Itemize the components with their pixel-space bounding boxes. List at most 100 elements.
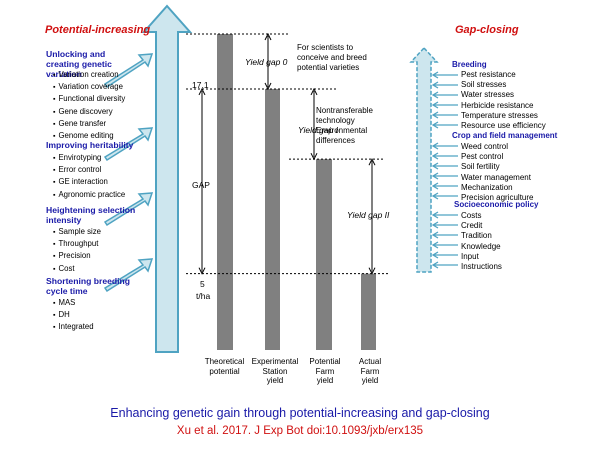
list-item: Resource use efficiency [461, 121, 546, 131]
heading-crop-management: Crop and field management [452, 131, 558, 140]
list-item: Pest control [461, 152, 504, 162]
bar-actual-farm [361, 273, 376, 350]
heading-heritability: Improving heritability [46, 140, 134, 150]
category-label-theoretical: Theoretical potential [197, 357, 252, 376]
note-line: For scientists to [297, 43, 354, 52]
list-item: Water management [461, 172, 531, 182]
caption-title: Enhancing genetic gain through potential… [110, 406, 490, 420]
list-item: Envirotyping [53, 152, 125, 164]
feeder-arrow [431, 261, 458, 269]
category-line: yield [316, 376, 334, 385]
list-cycle-time: MAS DH Integrated [53, 297, 94, 334]
list-item: Water stresses [461, 90, 515, 100]
potential-increasing-title: Potential-increasing [45, 24, 151, 36]
value-bottom: 5 [200, 279, 205, 289]
category-label-experimental: Experimental Station yield [245, 357, 305, 386]
list-item: MAS [53, 297, 94, 309]
gap-arrow-heads [198, 87, 206, 275]
category-line: Theoretical [204, 357, 245, 366]
list-item: Precision [53, 250, 101, 262]
list-item: Error control [53, 164, 125, 176]
category-line: Station [262, 366, 288, 376]
list-item: GE interaction [53, 176, 125, 188]
list-item: Mechanization [461, 182, 513, 192]
list-item: Weed control [461, 142, 508, 151]
category-label-potential-farm: Potential Farm yield [301, 357, 349, 386]
list-item: Gene discovery [53, 106, 125, 118]
category-line: yield [361, 376, 379, 385]
feeder-arrow [431, 172, 458, 180]
gap-label: GAP [192, 180, 210, 190]
feeder-arrow [431, 211, 458, 219]
list-item: Precision agriculture [461, 193, 534, 203]
feeder-arrow [431, 101, 458, 109]
feeder-arrow [431, 231, 458, 239]
feeder-arrow [431, 162, 458, 170]
feeder-arrow [431, 142, 458, 150]
list-item: Gene transfer [53, 118, 125, 130]
list-item: Knowledge [461, 241, 501, 251]
main-up-arrow [141, 4, 193, 353]
feeder-arrow [431, 81, 458, 89]
feeder-arrow [431, 192, 458, 200]
list-item: Pest resistance [461, 70, 516, 79]
feeder-arrow [431, 152, 458, 160]
list-item: Functional diversity [53, 93, 125, 105]
list-item: Input [461, 251, 479, 261]
heading-socioeconomic: Socioeconomic policy [454, 200, 539, 209]
feeder-arrow [431, 71, 458, 79]
category-line: Experimental [251, 357, 299, 366]
list-selection-intensity: Sample size Throughput Precision Cost [53, 226, 101, 275]
list-item: Tradition [461, 231, 492, 241]
list-breeding: Pest resistance Soil stresses Water stre… [461, 70, 546, 131]
yield-gap-1-arrow-heads [310, 87, 318, 161]
diagonal-arrow-4 [103, 258, 154, 293]
feeder-arrow [431, 182, 458, 190]
yield-gap-1-label: Yield gap I [298, 125, 339, 135]
note-gap-1: Nontransferable technology Environmental… [316, 106, 373, 146]
note-line: technology [316, 116, 355, 125]
diagonal-arrow-3 [103, 192, 154, 227]
list-genetic-variation: Variation creation Variation coverage Fu… [53, 69, 125, 142]
heading-selection-intensity: Heightening selection intensity [46, 205, 136, 225]
yield-gap-0-label: Yield gap 0 [245, 57, 288, 67]
dashed-up-arrow [409, 46, 439, 273]
list-item: Sample size [53, 226, 100, 238]
feeder-arrows [431, 71, 458, 269]
list-item: Agronomic practice [53, 189, 125, 201]
list-item: Variation creation [53, 69, 125, 81]
list-item: Integrated [53, 321, 93, 333]
category-line: yield [266, 376, 284, 385]
feeder-arrow [431, 91, 458, 99]
value-top: 17.1 [192, 80, 209, 90]
list-item: Cost [53, 263, 101, 275]
list-item: Throughput [53, 238, 101, 250]
note-line: Environmental [316, 126, 368, 135]
feeder-arrow [431, 111, 458, 119]
bar-theoretical [217, 34, 233, 350]
note-gap-0: For scientists to conceive and breed pot… [297, 43, 367, 73]
bar-experimental [265, 88, 280, 351]
gap-closing-title: Gap-closing [455, 24, 519, 36]
list-item: Herbicide resistance [461, 100, 534, 110]
list-item: Soil stresses [461, 80, 507, 90]
bar-potential-farm [316, 159, 332, 350]
list-item: Costs [461, 211, 482, 220]
category-line: Actual [358, 357, 382, 366]
list-item: Soil fertility [461, 162, 500, 172]
list-item: Temperature stresses [461, 110, 538, 120]
heading-cycle-time: Shortening breeding cycle time [46, 276, 131, 296]
feeder-arrow [431, 251, 458, 259]
caption-citation: Xu et al. 2017. J Exp Bot doi:10.1093/jx… [176, 425, 424, 437]
unit-label: t/ha [196, 291, 211, 301]
feeder-arrow [431, 221, 458, 229]
feeder-arrow [431, 121, 458, 129]
yield-gap-2-label: Yield gap II [347, 210, 390, 220]
list-heritability: Envirotyping Error control GE interactio… [53, 152, 125, 201]
feeder-arrow [431, 241, 458, 249]
note-line: differences [316, 136, 355, 145]
list-crop-management: Weed control Pest control Soil fertility… [461, 142, 533, 203]
list-item: DH [53, 309, 94, 321]
